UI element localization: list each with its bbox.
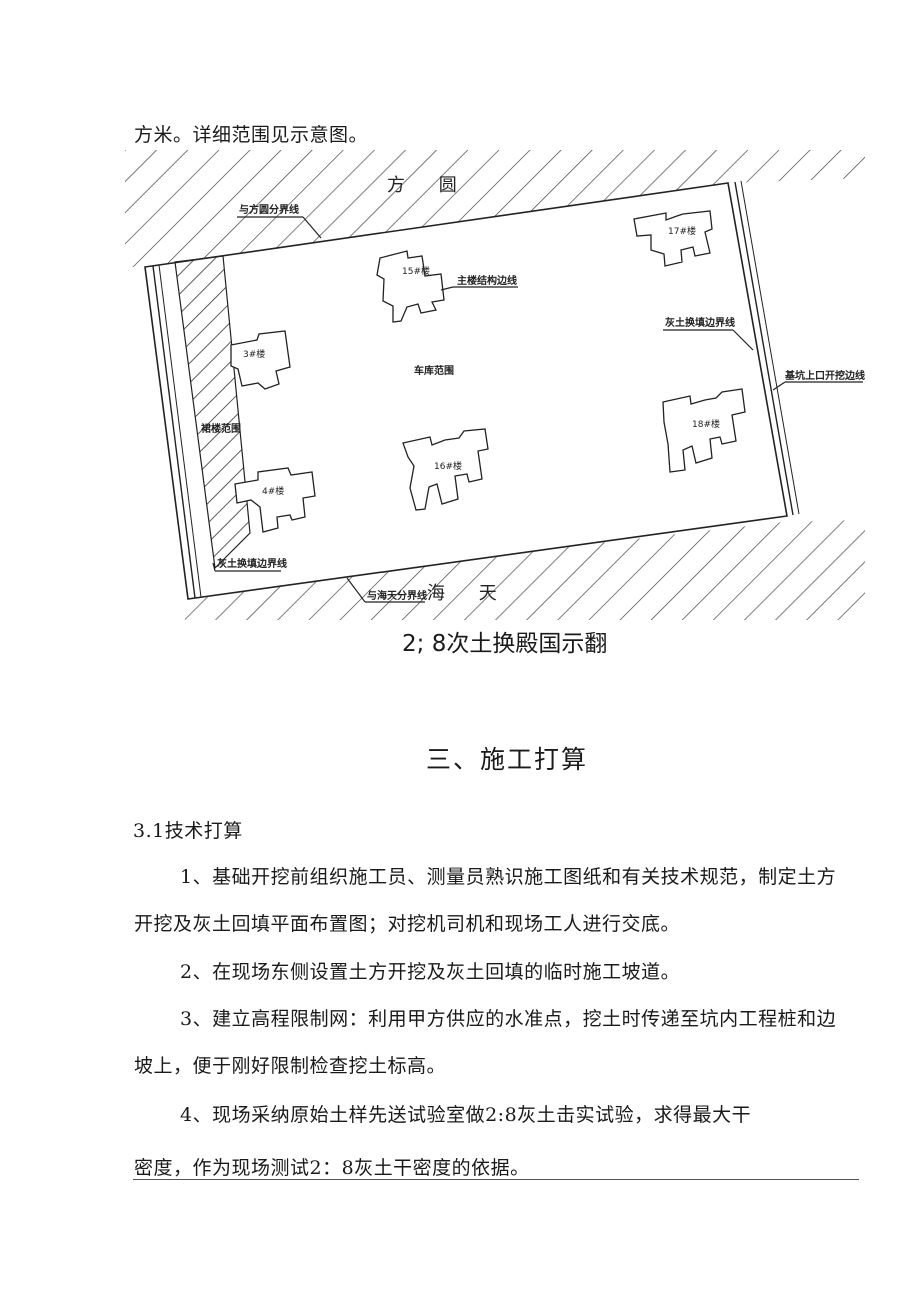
svg-text:与海天分界线: 与海天分界线 (367, 589, 427, 602)
boundary-fangyuan-callout: 与方圆分界线 (237, 203, 322, 239)
diagram-caption: 2; 8次土换殿国示翻 (402, 631, 608, 657)
paragraph-3-line-1: 3、建立高程限制网：利用甲方供应的水准点，挖土时传递至坑内工程桩和边 (180, 1008, 837, 1030)
intro-text: 方米。详细范围见示意图。 (134, 124, 369, 146)
main-structure-callout: 主楼结构边线 (440, 274, 518, 291)
excavation-line-callout: 基坑上口开挖边线 (772, 369, 865, 391)
garage-range-label: 车库范围 (414, 364, 454, 377)
subheading: 3.1技术打算 (133, 820, 243, 842)
building-15-label: 15#楼 (402, 265, 430, 277)
bottom-rule (133, 1179, 859, 1180)
fangyuan-label: 方 圆 (387, 175, 471, 196)
section-heading: 三、施工打算 (426, 745, 589, 774)
lime-soil-left-callout: 灰土换填边界线 (212, 557, 287, 572)
svg-text:与方圆分界线: 与方圆分界线 (239, 203, 299, 216)
svg-text:灰土换填边界线: 灰土换填边界线 (217, 557, 287, 570)
building-16-label: 16#楼 (434, 460, 462, 472)
building-15: 15#楼 (376, 250, 445, 323)
building-18-label: 18#楼 (692, 418, 720, 430)
paragraph-1-line-2: 开挖及灰土回填平面布置图；对挖机司机和现场工人进行交底。 (134, 913, 681, 935)
boundary-haitian-callout: 与海天分界线 (346, 577, 427, 603)
svg-text:灰土换填边界线: 灰土换填边界线 (665, 316, 735, 329)
west-excavation-line (152, 265, 196, 599)
building-17-label: 17#楼 (668, 225, 696, 237)
haitian-label: 海 天 (427, 583, 511, 604)
building-3: 3#楼 (230, 330, 291, 390)
podium-hatch-area (174, 255, 251, 570)
lime-soil-right-callout: 灰土换填边界线 (663, 316, 754, 351)
paragraph-4-line-1: 4、现场采纳原始土样先送试验室做2:8灰土击实试验，求得最大干 (180, 1104, 752, 1126)
building-18: 18#楼 (662, 388, 746, 473)
site-plan-diagram: 15#楼 17#楼 3#楼 4#楼 16#楼 18#楼 车库范围 裙楼范围 方 … (125, 150, 865, 620)
east-excavation-line (734, 181, 794, 516)
paragraph-3-line-2: 坡上，便于刚好限制检查挖土标高。 (134, 1055, 447, 1077)
building-4-label: 4#楼 (262, 485, 284, 497)
paragraph-2: 2、在现场东侧设置土方开挖及灰土回填的临时施工坡道。 (180, 961, 681, 983)
building-17: 17#楼 (633, 210, 713, 267)
podium-range-label: 裙楼范围 (201, 422, 241, 435)
paragraph-4-line-2: 密度，作为现场测试2：8灰土干密度的依据。 (134, 1157, 530, 1179)
svg-text:基坑上口开挖边线: 基坑上口开挖边线 (784, 369, 865, 382)
svg-text:主楼结构边线: 主楼结构边线 (457, 274, 517, 287)
building-16: 16#楼 (402, 428, 489, 511)
paragraph-1-line-1: 1、基础开挖前组织施工员、测量员熟识施工图纸和有关技术规范，制定土方 (180, 866, 837, 888)
building-4: 4#楼 (234, 467, 316, 533)
building-3-label: 3#楼 (243, 348, 265, 360)
